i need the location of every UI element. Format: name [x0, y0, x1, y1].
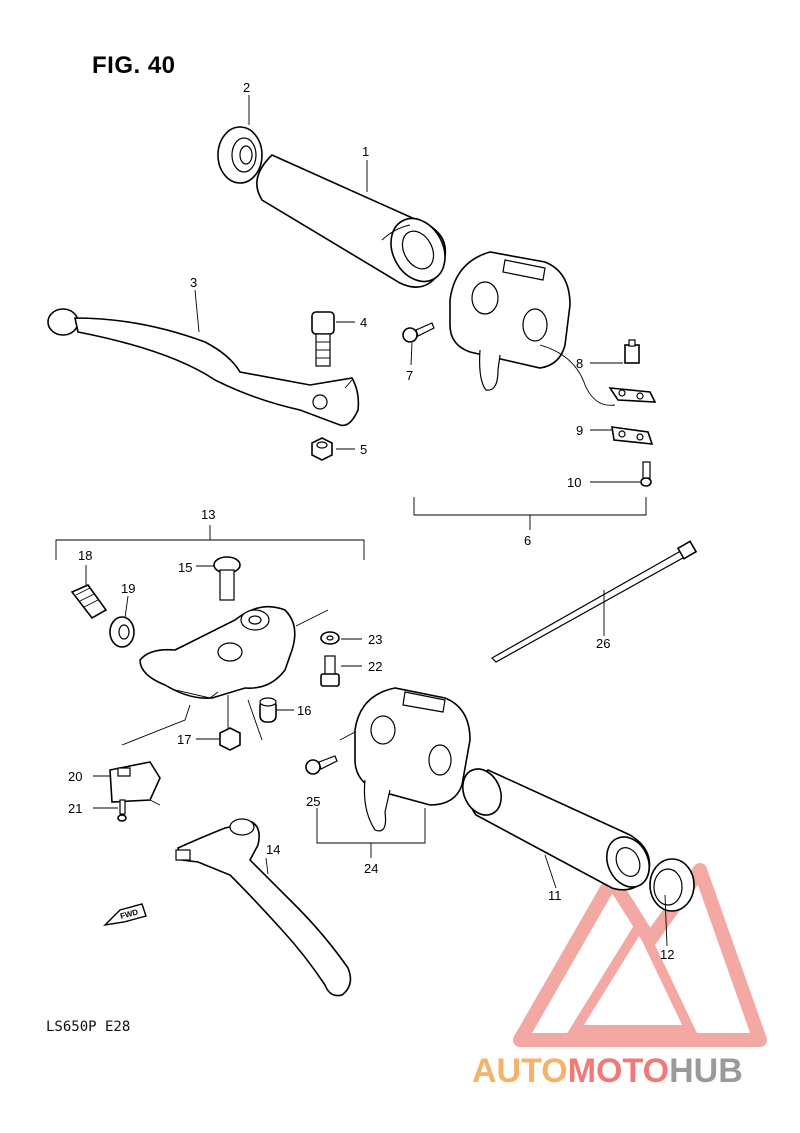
group-bracket-6	[413, 497, 647, 516]
part-6-right-switch-housing	[449, 251, 616, 406]
callout-2: 2	[243, 80, 250, 95]
leader-lines	[85, 95, 668, 947]
part-7-screw	[402, 322, 435, 343]
callout-11: 11	[548, 888, 562, 903]
watermark-text: AUTOMOTOHUB	[472, 1052, 743, 1090]
callout-19: 19	[121, 581, 135, 596]
part-3-lever	[47, 308, 360, 427]
svg-text:AUTOMOTOHUB: AUTOMOTOHUB	[472, 1052, 743, 1090]
callout-15: 15	[178, 560, 192, 575]
part-17-nut	[219, 727, 241, 751]
fwd-direction-tag: FWD	[102, 903, 147, 927]
callout-9: 9	[576, 423, 583, 438]
callout-6: 6	[524, 533, 531, 548]
callout-26: 26	[596, 636, 610, 651]
group-bracket-13	[55, 539, 365, 560]
callout-12: 12	[660, 947, 674, 962]
callout-8: 8	[576, 356, 583, 371]
part-16-spacer	[259, 697, 277, 723]
callout-14: 14	[266, 842, 280, 857]
part-18-adjuster	[70, 584, 108, 620]
model-code: LS650P E28	[46, 1019, 131, 1035]
part-8-connector	[624, 339, 640, 364]
part-22-bolt	[320, 655, 340, 687]
part-26-cable-tie	[491, 540, 698, 663]
part-24-left-switch-housing	[339, 687, 471, 832]
callout-13: 13	[201, 507, 215, 522]
watermark-part-1: AUTO	[472, 1052, 568, 1090]
part-11-grip	[461, 768, 651, 891]
part-15-pivot-pin	[213, 556, 241, 601]
part-1-throttle-grip	[256, 154, 447, 288]
part-10-screw	[640, 461, 652, 487]
part-20-switch	[109, 704, 191, 806]
part-9-clamp	[608, 387, 657, 445]
callout-25: 25	[306, 794, 320, 809]
callout-24: 24	[364, 861, 378, 876]
callout-5: 5	[360, 442, 367, 457]
part-2-bell-ring	[217, 126, 263, 184]
part-12-end-cap	[649, 858, 695, 912]
callout-7: 7	[406, 368, 413, 383]
callout-16: 16	[297, 703, 311, 718]
callout-4: 4	[360, 315, 367, 330]
part-23-washer	[320, 631, 340, 645]
part-21-screw	[117, 799, 127, 822]
watermark-part-2: MOTO	[568, 1052, 669, 1090]
callout-1: 1	[362, 144, 369, 159]
callout-numbers: 2 1 3 4 5 7 8 9 10 6 13 18 19 15 23 22 1…	[68, 80, 674, 962]
callout-17: 17	[177, 732, 191, 747]
callout-20: 20	[68, 769, 82, 784]
part-19-lock-ring	[109, 616, 135, 648]
callout-3: 3	[190, 275, 197, 290]
part-14-lever	[175, 818, 352, 997]
callout-18: 18	[78, 548, 92, 563]
callout-22: 22	[368, 659, 382, 674]
figure-title: FIG. 40	[92, 52, 176, 79]
watermark-part-3: HUB	[669, 1052, 743, 1090]
callout-23: 23	[368, 632, 382, 647]
part-13-lever-holder	[139, 605, 329, 700]
callout-21: 21	[68, 801, 82, 816]
part-25-screw	[305, 755, 338, 775]
callout-10: 10	[567, 475, 581, 490]
part-5-nut	[311, 437, 333, 461]
part-4-pivot-bolt	[311, 311, 335, 367]
